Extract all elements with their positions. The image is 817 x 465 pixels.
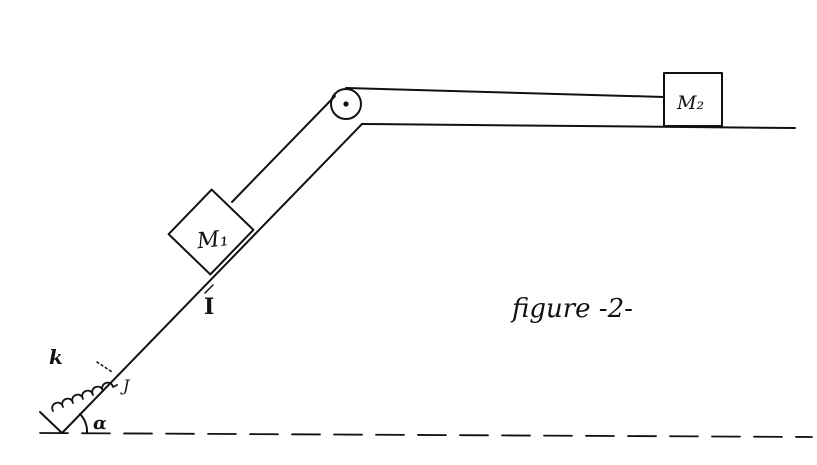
mass-m1-label: M₁ bbox=[195, 226, 230, 254]
string-horizontal bbox=[345, 87, 665, 98]
spring-coil bbox=[51, 381, 118, 412]
j-mark-label: J bbox=[120, 376, 131, 395]
angle-arc bbox=[79, 413, 89, 434]
mass-m2-label: M₂ bbox=[676, 92, 704, 114]
point-i-tick bbox=[204, 284, 214, 294]
pulley-axle bbox=[343, 101, 349, 107]
point-i-label: I bbox=[204, 294, 214, 320]
mass-m2-block bbox=[663, 72, 723, 127]
ground-dashed-line bbox=[39, 432, 813, 438]
incline-surface bbox=[61, 123, 363, 434]
mass-m1-block bbox=[167, 188, 255, 276]
spring-extension-dots bbox=[96, 361, 113, 373]
spring-wall bbox=[39, 411, 63, 434]
pulley bbox=[330, 88, 362, 120]
string-incline bbox=[231, 95, 336, 203]
spring-constant-label: k bbox=[49, 345, 63, 369]
figure-caption: figure -2- bbox=[510, 294, 633, 324]
horizontal-surface bbox=[361, 123, 796, 129]
angle-alpha-label: α bbox=[93, 413, 107, 434]
